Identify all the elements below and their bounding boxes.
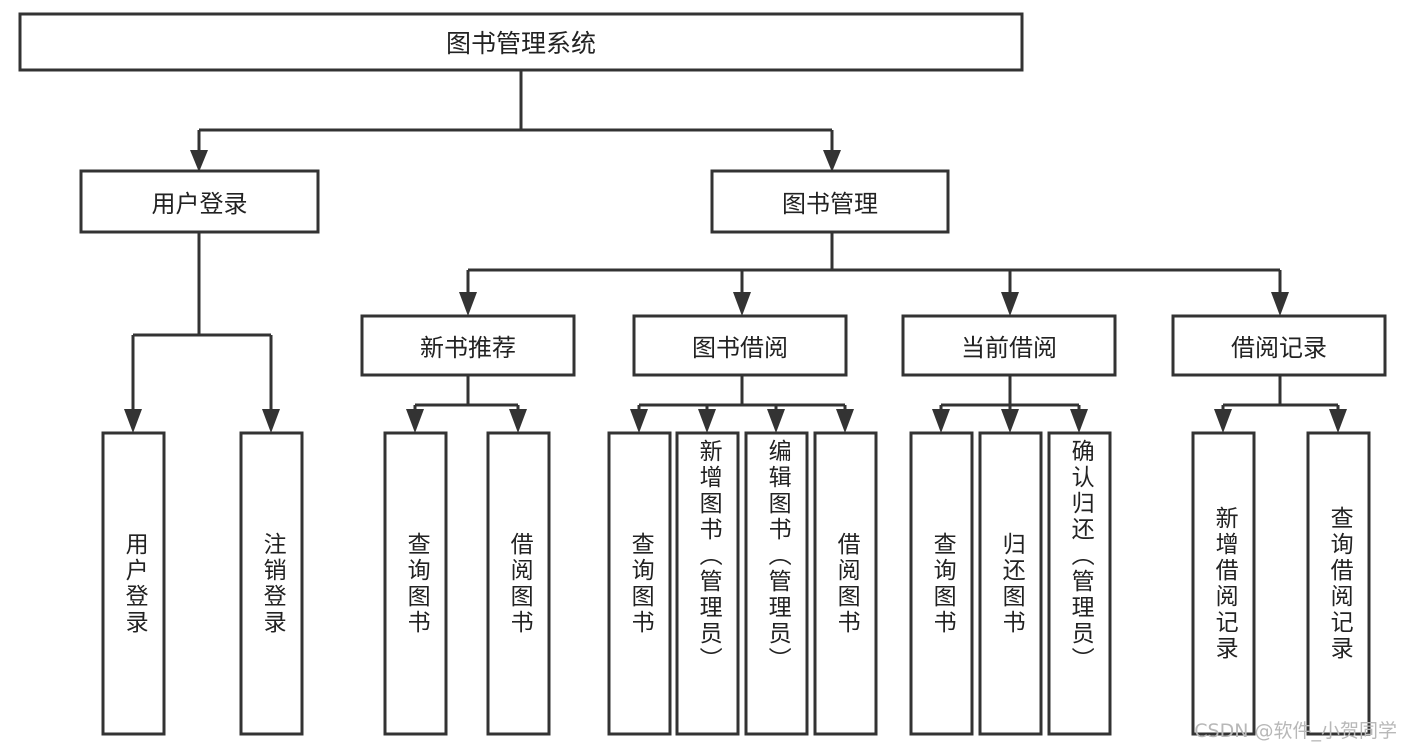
node-box-leaf-query-record[interactable] <box>1306 431 1371 736</box>
node-box-leaf-user-login[interactable] <box>101 431 166 736</box>
arrow-head-leaf-user-login <box>124 409 142 433</box>
node-box-root[interactable] <box>18 12 1024 72</box>
arrow-head-borrow-record <box>1271 292 1289 316</box>
node-box-new-book-recommend[interactable] <box>360 314 576 377</box>
connector-group-new-book-recommend <box>406 375 527 433</box>
arrow-head-leaf-borrow-book-1 <box>509 409 527 433</box>
connector-group-root <box>190 70 841 172</box>
arrow-head-leaf-confirm-return <box>1070 409 1088 433</box>
arrow-head-user-login <box>190 150 208 172</box>
connector-group-borrow-record <box>1214 375 1347 433</box>
connector-group-current-borrow <box>932 375 1088 433</box>
node-box-leaf-query-book-1[interactable] <box>383 431 448 736</box>
node-box-leaf-add-record[interactable] <box>1191 431 1256 736</box>
node-box-leaf-borrow-book-1[interactable] <box>486 431 551 736</box>
node-box-leaf-edit-book[interactable] <box>744 431 809 736</box>
arrow-head-leaf-query-record <box>1329 409 1347 433</box>
node-box-leaf-borrow-book-2[interactable] <box>813 431 878 736</box>
arrow-head-current-borrow <box>1001 292 1019 316</box>
arrow-head-leaf-query-book-3 <box>932 409 950 433</box>
node-box-book-management[interactable] <box>710 169 950 234</box>
node-box-leaf-confirm-return[interactable] <box>1047 431 1112 736</box>
node-box-leaf-query-book-3[interactable] <box>909 431 974 736</box>
node-box-leaf-add-book[interactable] <box>675 431 740 736</box>
arrow-head-leaf-add-record <box>1214 409 1232 433</box>
arrow-head-leaf-return-book <box>1001 409 1019 433</box>
arrow-head-book-borrow <box>733 292 751 316</box>
connector-group-book-borrow <box>630 375 854 433</box>
node-box-current-borrow[interactable] <box>901 314 1117 377</box>
arrow-head-leaf-borrow-book-2 <box>836 409 854 433</box>
node-box-book-borrow[interactable] <box>632 314 848 377</box>
connector-group-book-management <box>459 232 1289 316</box>
node-box-leaf-return-book[interactable] <box>978 431 1043 736</box>
connector-group-user-login <box>124 232 280 433</box>
arrow-head-leaf-query-book-1 <box>406 409 424 433</box>
node-box-user-login[interactable] <box>79 169 320 234</box>
arrow-head-leaf-query-book-2 <box>630 409 648 433</box>
node-box-leaf-query-book-2[interactable] <box>607 431 672 736</box>
node-box-borrow-record[interactable] <box>1171 314 1387 377</box>
arrow-head-leaf-user-logout <box>262 409 280 433</box>
arrow-head-leaf-add-book <box>698 409 716 433</box>
arrow-head-new-book-recommend <box>459 292 477 316</box>
arrow-head-leaf-edit-book <box>767 409 785 433</box>
arrow-head-book-management <box>823 150 841 172</box>
node-box-leaf-user-logout[interactable] <box>239 431 304 736</box>
